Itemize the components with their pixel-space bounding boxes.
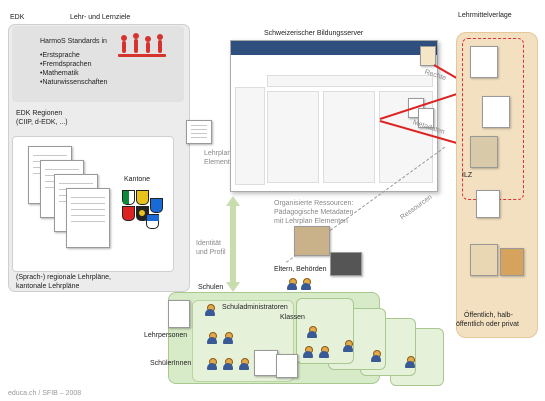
- harmos-title: HarmoS Standards in: [40, 38, 107, 45]
- student-icon: [370, 350, 382, 362]
- oeffentlich-line1: Öffentlich, halb-: [464, 312, 513, 319]
- canton-flag-icon: [136, 206, 149, 221]
- schuladmin-label: Schuladministratoren: [222, 304, 288, 311]
- media-thumbnail: [330, 252, 362, 276]
- ilz-label: ILZ: [462, 172, 473, 179]
- footer-credit: educa.ch / SFIB – 2008: [8, 390, 82, 397]
- subject-1: •Erstsprache: [40, 52, 80, 59]
- oeffentlich-line2: öffentlich oder privat: [456, 321, 519, 328]
- lehrplan-element-icon: [186, 120, 212, 144]
- rights-doc-icon: [420, 46, 436, 66]
- identitaet-line1: Identität: [196, 240, 221, 247]
- server-content: [379, 91, 433, 183]
- curriculum-doc: [66, 188, 110, 248]
- server-content: [267, 91, 319, 183]
- metadata-doc-icon: [418, 108, 434, 128]
- teacher-icon: [306, 326, 318, 338]
- regions-title: EDK Regionen: [16, 110, 63, 117]
- server-content: [323, 91, 375, 183]
- publisher-book-icon: [500, 248, 524, 276]
- canton-flag-icon: [122, 206, 135, 221]
- student-icon: [342, 340, 354, 352]
- student-icon: [206, 358, 218, 370]
- organisiert-line2: Pädagogische Metadaten: [274, 209, 354, 216]
- eltern-label: Eltern, Behörden: [274, 266, 327, 273]
- student-icon: [222, 358, 234, 370]
- student-icon: [238, 358, 250, 370]
- verlage-title: Lehrmittelverlage: [458, 12, 512, 19]
- lehrplaene-line2: kantonale Lehrpläne: [16, 283, 80, 290]
- schulen-label: Schulen: [198, 284, 224, 291]
- kantone-label: Kantone: [124, 176, 151, 183]
- canton-flag-icon: [150, 198, 163, 213]
- lehrplan-label-2: Elemente: [204, 159, 234, 166]
- subject-2: •Fremdsprachen: [40, 61, 92, 68]
- subject-3: •Mathematik: [40, 70, 79, 77]
- parent-icon: [286, 278, 298, 290]
- publisher-book-icon: [470, 46, 498, 78]
- publisher-book-icon: [482, 96, 510, 128]
- lehrziele-label: Lehr- und Lernziele: [70, 14, 131, 21]
- canton-flag-icon: [136, 190, 149, 205]
- server-title: Schweizerischer Bildungsserver: [264, 30, 364, 37]
- organisiert-line1: Organisierte Ressourcen:: [274, 200, 354, 207]
- media-thumbnail: [294, 226, 330, 256]
- server-sidebar: [235, 87, 265, 185]
- school-doc-icon: [254, 350, 278, 376]
- ressourcen-label: Ressourcen: [399, 193, 434, 222]
- verlage-panel: [456, 32, 538, 338]
- teacher-icon: [222, 332, 234, 344]
- lehrplan-label-1: Lehrplan: [204, 150, 232, 157]
- student-icon: [318, 346, 330, 358]
- organisiert-line3: mit Lehrplan Elementen: [274, 218, 348, 225]
- parent-icon: [300, 278, 312, 290]
- publisher-book-icon: [476, 190, 500, 218]
- server-content: [267, 75, 433, 87]
- admin-icon: [204, 304, 216, 316]
- canton-flag-icon: [146, 214, 159, 229]
- identity-arrow-icon: [226, 196, 240, 292]
- teacher-icon: [206, 332, 218, 344]
- bildungsserver-screenshot: [230, 40, 438, 192]
- edk-title: EDK: [10, 14, 25, 21]
- canton-flag-icon: [122, 190, 135, 205]
- publisher-book-icon: [470, 136, 498, 168]
- klassen-label: Klassen: [280, 314, 305, 321]
- harmos-box: HarmoS Standards in •Erstsprache •Fremds…: [12, 26, 184, 102]
- schueler-label: SchülerInnen: [150, 360, 192, 367]
- school-doc-icon: [276, 354, 298, 378]
- student-icon: [302, 346, 314, 358]
- lehrpersonen-label: Lehrpersonen: [144, 332, 188, 339]
- regions-sub: (CIIP, d-EDK, ...): [16, 119, 68, 126]
- student-icon: [404, 356, 416, 368]
- school-doc-icon: [168, 300, 190, 328]
- lehrplaene-line1: (Sprach-) regionale Lehrpläne,: [16, 274, 111, 281]
- server-header-bar: [231, 41, 437, 55]
- publisher-book-icon: [470, 244, 498, 276]
- subject-4: •Naturwissenschaften: [40, 79, 108, 86]
- harmos-figures-icon: [118, 33, 166, 57]
- identitaet-line2: und Profil: [196, 249, 226, 256]
